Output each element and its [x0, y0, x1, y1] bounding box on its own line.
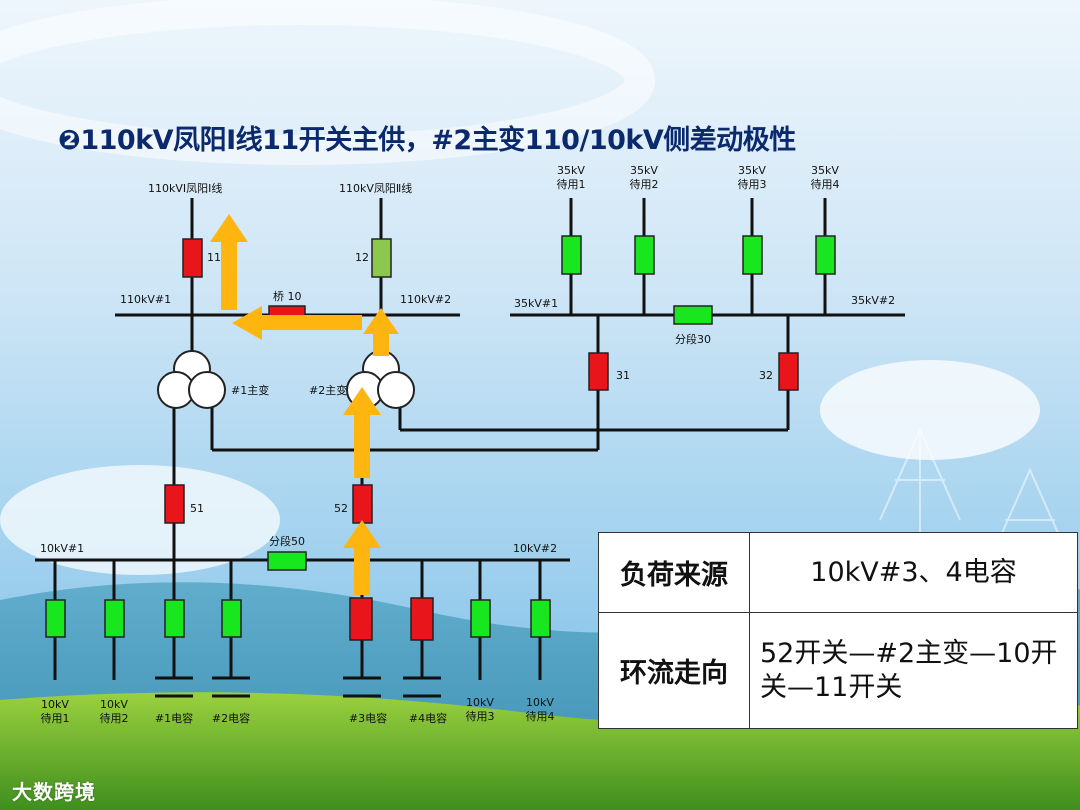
breaker-35kv-spare-1: [561, 235, 582, 275]
line-110kv-2-label: 110kV凤阳Ⅱ线: [339, 182, 413, 195]
section-30-label: 分段30: [675, 333, 711, 346]
load-source-header: 负荷来源: [598, 532, 750, 613]
breaker-35kv-spare-2: [634, 235, 655, 275]
feeder-capacitor-1-label: #1电容: [154, 712, 194, 725]
brand-logo: 大数跨境: [12, 780, 96, 804]
feeder-capacitor-2-label: #2电容: [211, 712, 251, 725]
breaker-31-label: 31: [616, 369, 630, 382]
flow-arrow-left-bridge: [232, 306, 362, 340]
breaker-35kv-spare-3: [742, 235, 763, 275]
breaker-capacitor-2: [221, 599, 242, 638]
line-110kv-1-label: 110kVI凤阳Ⅰ线: [148, 182, 223, 195]
breaker-12-label: 12: [355, 251, 369, 264]
breaker-51-label: 51: [190, 502, 204, 515]
breaker-capacitor-3: [349, 597, 373, 641]
breaker-35kv-spare-4: [815, 235, 836, 275]
breaker-51: [164, 484, 185, 524]
bus-10kv-2-label: 10kV#2: [513, 542, 558, 555]
breaker-31: [588, 352, 609, 391]
slide-title: ❷110kV凤阳Ⅰ线11开关主供，#2主变110/10kV侧差动极性: [58, 125, 796, 156]
breaker-10kv-spare-1: [45, 599, 66, 638]
breaker-section-50: [267, 551, 307, 571]
bus-35kv-2-label: 35kV#2: [851, 294, 896, 307]
flow-arrow-up-52: [343, 520, 381, 595]
breaker-11-label: 11: [207, 251, 221, 264]
breaker-32-label: 32: [759, 369, 773, 382]
circulation-direction-value: 52开关—#2主变—10开关—11开关: [749, 612, 1078, 729]
breaker-10kv-spare-4: [530, 599, 551, 638]
bus-110kv-1-label: 110kV#1: [120, 293, 172, 306]
breaker-section-30: [673, 305, 713, 325]
bridge-10-label: 桥 10: [273, 290, 302, 303]
transformer-2-label: #2主变: [309, 384, 348, 397]
flow-arrow-up-11: [210, 214, 248, 310]
breaker-52: [352, 484, 373, 524]
feeder-capacitor-4-label: #4电容: [408, 712, 448, 725]
bus-10kv-1-label: 10kV#1: [40, 542, 85, 555]
load-source-value: 10kV#3、4电容: [749, 532, 1078, 613]
transformer-1-label: #1主变: [231, 384, 270, 397]
bus-110kv-2-label: 110kV#2: [400, 293, 452, 306]
transformer-1-icon: [157, 350, 226, 409]
breaker-12: [371, 238, 392, 278]
breaker-capacitor-4: [410, 597, 434, 641]
breaker-52-label: 52: [334, 502, 348, 515]
flow-arrow-up-transformer-2: [343, 387, 381, 478]
flow-arrow-up-110kv-2: [363, 308, 399, 356]
circulation-direction-header: 环流走向: [598, 612, 750, 729]
info-table: 负荷来源 10kV#3、4电容 环流走向 52开关—#2主变—10开关—11开关: [598, 532, 1078, 729]
section-50-label: 分段50: [269, 535, 305, 548]
breaker-capacitor-1: [164, 599, 185, 638]
bus-35kv-1-label: 35kV#1: [514, 297, 559, 310]
feeder-capacitor-3-label: #3电容: [348, 712, 388, 725]
breaker-10kv-spare-3: [470, 599, 491, 638]
breaker-32: [778, 352, 799, 391]
breaker-10kv-spare-2: [104, 599, 125, 638]
breaker-11: [182, 238, 203, 278]
